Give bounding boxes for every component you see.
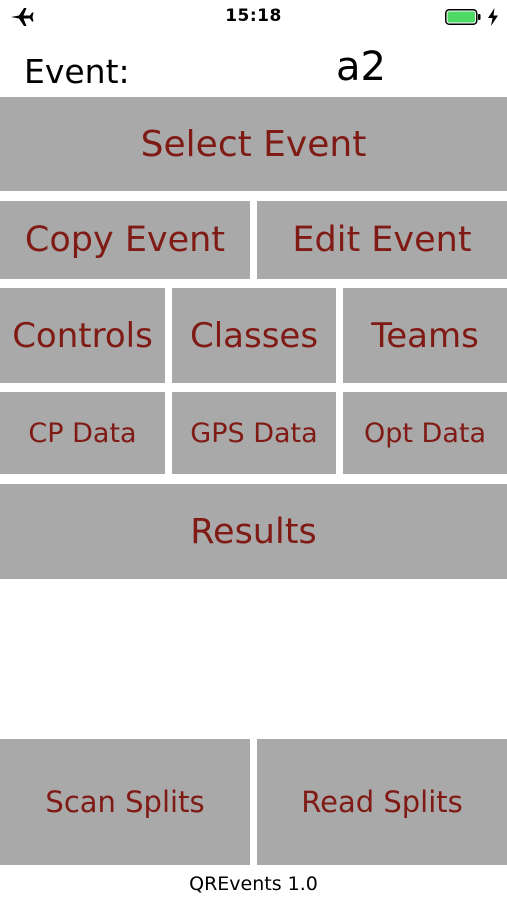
results-button[interactable]: Results [0, 484, 507, 579]
teams-button[interactable]: Teams [343, 288, 507, 383]
gps-data-button[interactable]: GPS Data [172, 392, 336, 474]
read-splits-button[interactable]: Read Splits [257, 739, 507, 865]
opt-data-button[interactable]: Opt Data [343, 392, 507, 474]
copy-event-button[interactable]: Copy Event [0, 201, 250, 279]
app-version: QREvents 1.0 [189, 873, 318, 895]
cp-data-button[interactable]: CP Data [0, 392, 165, 474]
controls-button[interactable]: Controls [0, 288, 165, 383]
status-bar: 15:18 [0, 0, 507, 34]
charging-bolt-icon [488, 8, 498, 26]
status-time: 15:18 [225, 6, 282, 26]
select-event-button[interactable]: Select Event [0, 97, 507, 191]
battery-icon [445, 9, 481, 25]
edit-event-button[interactable]: Edit Event [257, 201, 507, 279]
scan-splits-button[interactable]: Scan Splits [0, 739, 250, 865]
event-name-value: a2 [336, 44, 386, 90]
airplane-icon [11, 8, 34, 26]
event-label: Event: [24, 52, 130, 91]
classes-button[interactable]: Classes [172, 288, 336, 383]
